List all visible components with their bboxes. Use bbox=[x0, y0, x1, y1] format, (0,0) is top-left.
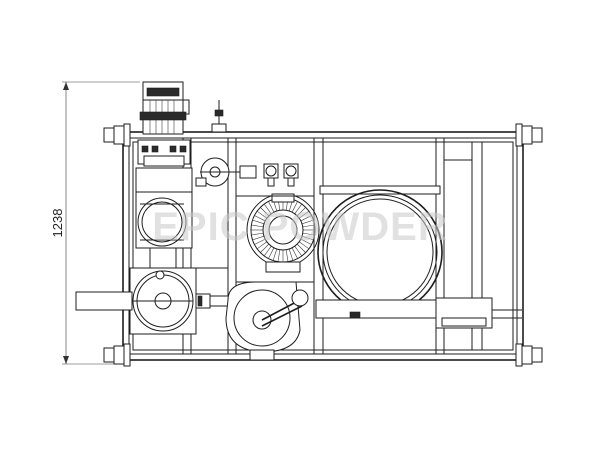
lower-fan-housing bbox=[225, 281, 309, 361]
blower-fin bbox=[296, 243, 306, 253]
blower-fin bbox=[291, 247, 298, 259]
frame-rails bbox=[191, 159, 472, 283]
dimension-annotation: 1238 bbox=[50, 81, 140, 365]
dimension-label: 1238 bbox=[50, 209, 65, 238]
main-classifier-drum bbox=[315, 185, 443, 319]
foot-bottom-left bbox=[103, 343, 131, 367]
right-outlet-box bbox=[435, 297, 522, 329]
blower-fin bbox=[256, 241, 267, 250]
blower-fin bbox=[252, 219, 265, 225]
blower-fin bbox=[294, 246, 303, 257]
blower-fin bbox=[291, 201, 298, 213]
blower-fin bbox=[260, 207, 270, 217]
blower-fin bbox=[268, 201, 275, 213]
lower-pump-housing bbox=[129, 267, 197, 335]
left-inlet-pipe bbox=[75, 291, 133, 311]
blower-fin bbox=[285, 249, 289, 262]
foot-bottom-right bbox=[515, 343, 543, 367]
blower-fin bbox=[260, 243, 270, 253]
foot-top-right bbox=[515, 123, 543, 147]
drive-motor bbox=[139, 81, 190, 135]
blower-fin bbox=[302, 232, 315, 236]
blower-fin bbox=[251, 224, 264, 228]
lifting-handle bbox=[211, 100, 227, 133]
pump-outlet-connector bbox=[195, 293, 237, 309]
pressure-gauges bbox=[263, 163, 299, 187]
blower-fin bbox=[254, 238, 266, 245]
blower-fin bbox=[256, 210, 267, 219]
finned-blower bbox=[246, 193, 320, 273]
blower-fins bbox=[251, 198, 315, 262]
blower-fin bbox=[288, 248, 294, 261]
gearbox-coupling bbox=[135, 139, 193, 193]
blower-fin bbox=[294, 203, 303, 214]
blower-fin bbox=[301, 219, 314, 225]
blower-fin bbox=[300, 215, 312, 222]
blower-fin bbox=[296, 207, 306, 217]
blower-fin bbox=[300, 238, 312, 245]
blower-fin bbox=[263, 246, 272, 257]
blower-fin bbox=[272, 248, 278, 261]
blower-fin bbox=[299, 210, 310, 219]
blower-fin bbox=[263, 203, 272, 214]
blower-fin bbox=[251, 232, 264, 236]
watermark-text: EPIC POWDER bbox=[152, 205, 447, 249]
foot-top-left bbox=[103, 123, 131, 147]
blower-fin bbox=[277, 249, 281, 262]
blower-fin bbox=[301, 235, 314, 241]
blower-fin bbox=[254, 215, 266, 222]
blower-fin bbox=[268, 247, 275, 259]
blower-fin bbox=[302, 224, 315, 228]
upper-filter-housing bbox=[135, 191, 193, 269]
blower-fin bbox=[299, 241, 310, 250]
blower-fin bbox=[252, 235, 265, 241]
upper-valve bbox=[195, 157, 257, 187]
